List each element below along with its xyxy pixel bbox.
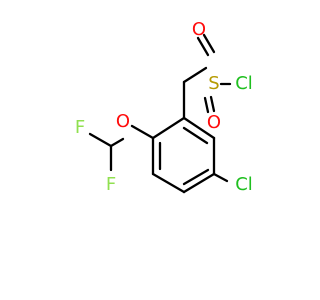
bond-ch2-to-s (182, 66, 208, 84)
bond-ring-1 (151, 116, 186, 140)
atom-cl-ring: Cl (235, 174, 253, 195)
bond-ring-to-cl (212, 172, 229, 183)
bond-ring-6-double (182, 126, 209, 145)
bond-ring-4-double (182, 168, 210, 186)
atom-s: S (208, 73, 219, 94)
bond-s-to-o-bottom-a (203, 96, 210, 114)
bond-o-ether-to-chf2 (109, 137, 125, 148)
structure-canvas: Cl S O O O F F Cl (75, 19, 253, 195)
bond-s-to-o-top-b (202, 33, 216, 54)
bond-chf2-to-f-top (88, 132, 113, 148)
molecule-diagram: Cl S O O O F F Cl (75, 19, 253, 195)
atom-o-ether: O (116, 111, 130, 132)
bond-ring-4 (182, 172, 216, 194)
atom-o-bottom: O (207, 112, 221, 133)
atom-f-bottom: F (106, 174, 116, 195)
bond-ring-6 (182, 116, 216, 140)
bond-s-to-o-top-a (196, 36, 210, 57)
bond-ring-to-o-ether (130, 124, 155, 140)
atom-f-top: F (75, 117, 85, 138)
bond-ring-3 (151, 172, 186, 194)
bond-s-to-o-bottom-b (209, 95, 216, 113)
atom-cl-sulfonyl: Cl (235, 73, 253, 94)
atom-o-top: O (192, 19, 206, 40)
benzene-ring (151, 116, 216, 194)
